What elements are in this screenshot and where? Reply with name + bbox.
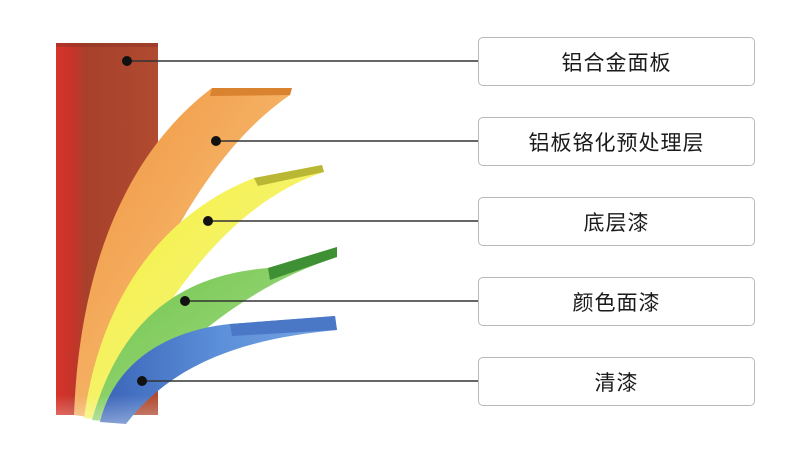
label-topcoat-layer: 颜色面漆	[478, 277, 755, 326]
label-chromate-layer-text: 铝板铬化预处理层	[528, 130, 705, 155]
label-chromate-layer: 铝板铬化预处理层	[478, 117, 755, 166]
label-topcoat-layer-text: 颜色面漆	[572, 290, 661, 315]
leader-dots	[122, 56, 221, 386]
label-clearcoat-layer: 清漆	[478, 357, 755, 406]
label-primer-layer: 底层漆	[478, 197, 755, 246]
dot-chromate-layer	[211, 136, 221, 146]
label-primer-layer-text: 底层漆	[583, 210, 650, 235]
dot-topcoat-layer	[180, 296, 190, 306]
dot-aluminum-panel	[122, 56, 132, 66]
label-aluminum-panel-text: 铝合金面板	[561, 50, 672, 75]
label-aluminum-panel: 铝合金面板	[478, 37, 755, 86]
leader-lines	[127, 60, 478, 382]
label-clearcoat-layer-text: 清漆	[594, 370, 639, 395]
bottom-fade	[50, 395, 350, 462]
dot-primer-layer	[203, 216, 213, 226]
dot-clearcoat-layer	[137, 376, 147, 386]
